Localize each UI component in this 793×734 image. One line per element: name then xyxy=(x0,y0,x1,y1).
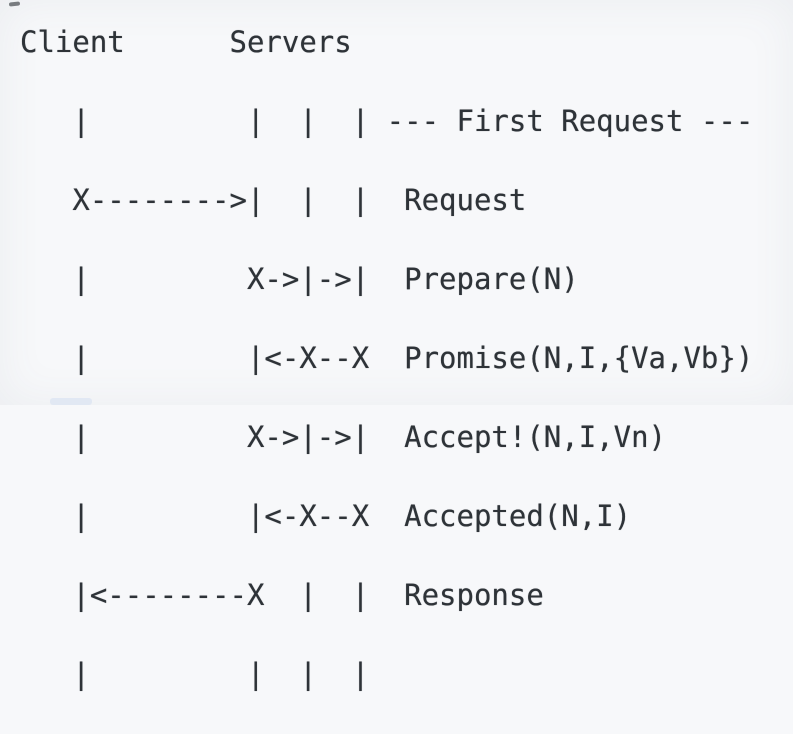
request-row: X-------->| | | Request xyxy=(20,183,527,217)
prepare-row: | X->|->| Prepare(N) xyxy=(20,262,579,296)
screenshot-canvas: Client Servers | | | | --- First Request… xyxy=(8,1,754,691)
accepted-row: | |<-X--X Accepted(N,I) xyxy=(20,499,632,533)
header-row: Client Servers xyxy=(20,25,352,59)
accept-row: | X->|->| Accept!(N,I,Vn) xyxy=(20,420,667,454)
video-artifact-smudge xyxy=(50,398,92,405)
trailing-lifelines-row: | | | | xyxy=(20,657,370,691)
promise-row: | |<-X--X Promise(N,I,{Va,Vb}) xyxy=(20,341,754,375)
response-row: |<--------X | | Response xyxy=(20,578,544,612)
first-request-banner-row: | | | | --- First Request --- xyxy=(20,104,754,138)
